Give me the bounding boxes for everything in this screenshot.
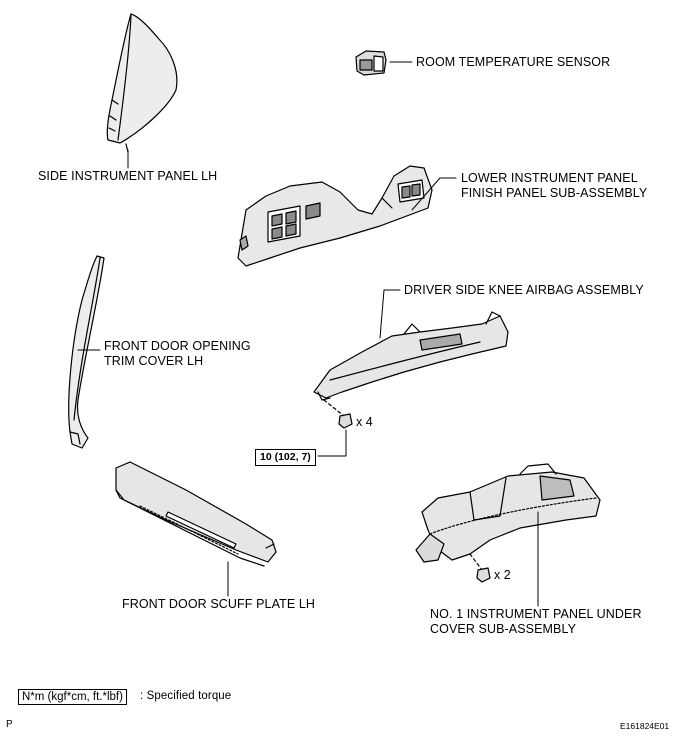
- label-room-temperature-sensor: ROOM TEMPERATURE SENSOR: [416, 55, 611, 69]
- label-side-instrument-panel: SIDE INSTRUMENT PANEL LH: [38, 169, 218, 183]
- label-lower-instrument-panel-line1: LOWER INSTRUMENT PANEL: [461, 171, 638, 185]
- label-front-door-trim-line1: FRONT DOOR OPENING: [104, 339, 251, 353]
- legend-torque-unit: N*m (kgf*cm, ft.*lbf): [18, 689, 127, 705]
- front-door-trim-cover-part: [68, 255, 105, 449]
- figure-code: E161824E01: [620, 721, 670, 731]
- label-scuff-plate: FRONT DOOR SCUFF PLATE LH: [122, 597, 316, 611]
- room-temperature-sensor-part: [355, 50, 387, 76]
- leader-lines: [77, 61, 539, 607]
- page-mark: P: [6, 719, 13, 730]
- label-knee-airbag: DRIVER SIDE KNEE AIRBAG ASSEMBLY: [404, 283, 644, 297]
- label-front-door-trim-line2: TRIM COVER LH: [104, 354, 204, 368]
- side-instrument-panel-part: [106, 13, 178, 153]
- front-door-scuff-plate-part: [115, 461, 277, 567]
- knee-airbag-assembly-part: [313, 311, 509, 401]
- lower-instrument-panel-part: [237, 165, 433, 267]
- airbag-bolt-quantity: x 4: [356, 415, 373, 429]
- airbag-bolt: [323, 399, 353, 429]
- undercover-part: [415, 463, 601, 563]
- legend-description: : Specified torque: [140, 690, 232, 702]
- label-undercover-line1: NO. 1 INSTRUMENT PANEL UNDER: [430, 607, 642, 621]
- label-lower-instrument-panel-line2: FINISH PANEL SUB-ASSEMBLY: [461, 186, 648, 200]
- torque-value-box: 10 (102, 7): [255, 449, 316, 466]
- label-undercover-line2: COVER SUB-ASSEMBLY: [430, 622, 577, 636]
- undercover-bolt: [469, 553, 491, 583]
- undercover-bolt-quantity: x 2: [494, 568, 511, 582]
